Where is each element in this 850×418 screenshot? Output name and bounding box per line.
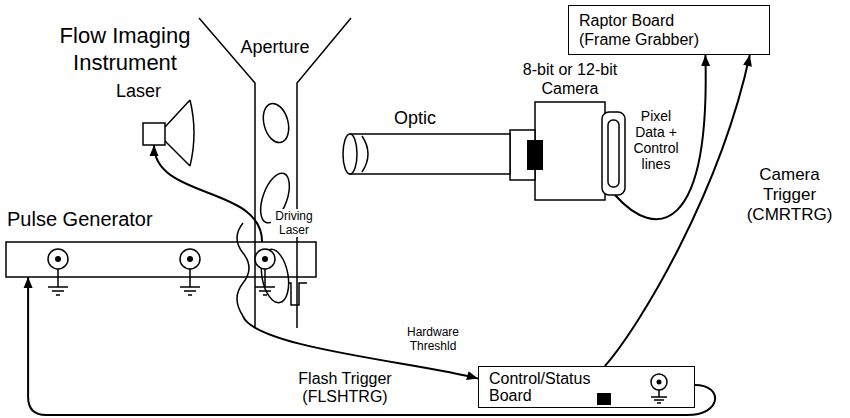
label-holder: Flash Trigger (FLSHTRG) [293,370,397,406]
connector [28,277,715,415]
aperture: Aperture [205,18,345,333]
shape-part [535,102,605,200]
frame-grabber-box: Raptor Board (Frame Grabber) [568,5,770,55]
shape-part [180,269,200,295]
part-label: Laser [116,80,176,102]
signal-label: Driving Laser [271,209,317,237]
shape-part [255,249,275,269]
shape-part [255,269,275,295]
signal-label: Camera Trigger (CMRTRG) [742,165,837,225]
shape-part [143,123,165,145]
label-holder: Pixel Data + Control lines [630,108,682,172]
shape-part [259,101,293,146]
shape-part [6,242,316,277]
shape-part [343,134,357,174]
label-holder: Hardware Threshld [402,325,464,353]
box-label: Raptor Board (Frame Grabber) [579,11,707,49]
label-holder: Driving Laser [271,209,317,237]
shape-part [199,18,351,328]
shape-part [651,374,667,390]
box-label: Control/Status Board [489,370,599,404]
shape-part [48,269,68,295]
aperture-shape [205,18,345,333]
label-holder: Camera Trigger (CMRTRG) [742,165,837,225]
arrow-head [743,55,752,67]
shape-part [350,134,510,174]
arrow-head [701,55,710,66]
shape-part [180,249,200,269]
shape-part [48,249,68,269]
part-label: Optic [394,107,454,129]
diagram-title: Flow Imaging Instrument [45,22,205,76]
optic: Optic [340,107,510,177]
shape-part [657,380,662,385]
part-label: 8-bit or 12-bit Camera [505,60,635,98]
signal-label: Hardware Threshld [402,325,464,353]
control-status-board: Control/Status Board [478,366,695,408]
shape-part [602,112,625,195]
laser: Laser [112,80,192,168]
arrow-head [466,371,478,380]
part-label: Aperture [205,36,345,58]
arrow-head [150,145,159,156]
shape-part [237,223,249,316]
shape-part [362,136,368,172]
shape-part [651,390,667,403]
connector [154,145,262,242]
signal-label: Pixel Data + Control lines [630,108,682,172]
camera: 8-bit or 12-bit Camera [505,60,635,205]
shape-part [597,393,611,405]
shape-part [55,256,61,262]
title-holder: Flow Imaging Instrument [45,22,205,76]
connector [615,55,706,219]
shape-part [187,256,193,262]
shape-part [262,256,268,262]
signal-label: Flash Trigger (FLSHTRG) [293,370,397,406]
part-label: Pulse Generator [7,207,207,231]
shape-part [527,140,543,170]
connector [605,55,750,366]
arrow-head [24,277,33,288]
shape-part [608,120,619,187]
shape-part [165,100,194,166]
